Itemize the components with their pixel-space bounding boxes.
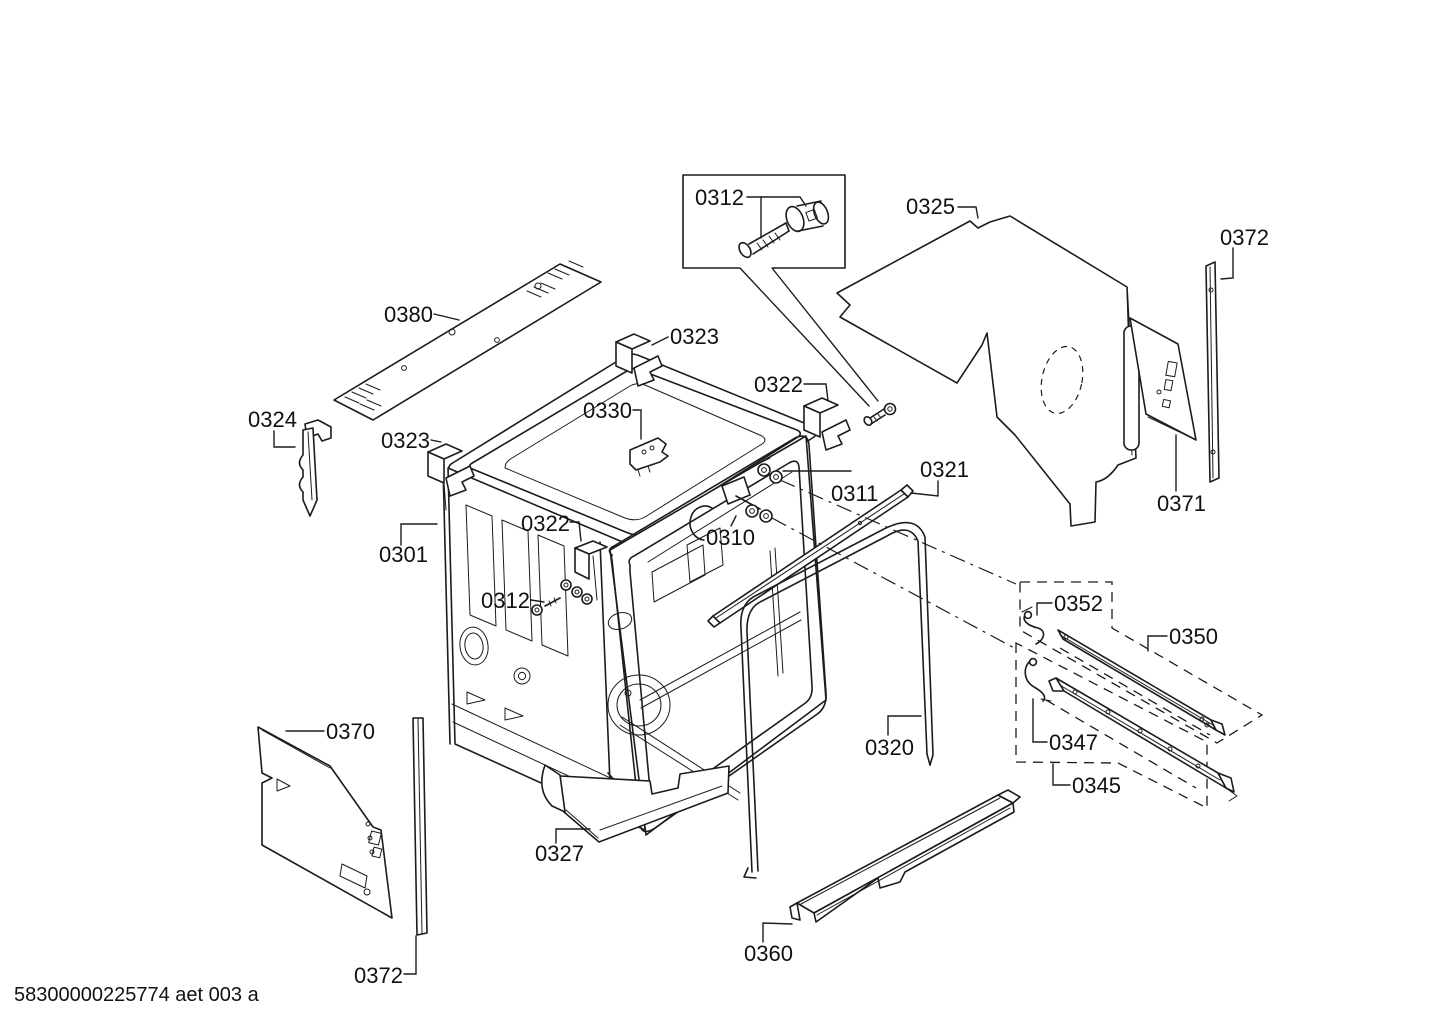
part-top-strip-0380 <box>333 260 602 421</box>
part-label-0321: 0321 <box>920 457 969 482</box>
part-door-gasket-0320 <box>740 521 934 879</box>
part-bracket-0324 <box>298 419 332 517</box>
part-base-0327 <box>540 764 730 843</box>
part-label-0301: 0301 <box>379 542 428 567</box>
screw-icon <box>738 222 790 259</box>
part-hinge-0310 <box>689 476 773 541</box>
part-label-0312-mid: 0312 <box>481 588 530 613</box>
part-trim-strip-0372-left <box>412 717 428 936</box>
part-screw-0312-mid <box>531 597 561 616</box>
part-label-0327: 0327 <box>535 841 584 866</box>
part-label-0370: 0370 <box>326 719 375 744</box>
part-label-0345: 0345 <box>1072 773 1121 798</box>
part-label-0372-left: 0372 <box>354 963 403 988</box>
part-clip-0330 <box>629 437 669 477</box>
part-label-0350: 0350 <box>1169 624 1218 649</box>
part-rail-0360 <box>789 789 1021 923</box>
part-rail-0350 <box>1057 629 1226 736</box>
part-label-0322-mid: 0322 <box>521 511 570 536</box>
part-label-0312-box: 0312 <box>695 185 744 210</box>
part-label-0330: 0330 <box>583 398 632 423</box>
part-label-0322-top: 0322 <box>754 372 803 397</box>
part-label-0352: 0352 <box>1054 591 1103 616</box>
projection-line-lower <box>771 517 1019 651</box>
part-label-0347: 0347 <box>1049 730 1098 755</box>
part-bracket-0322-top <box>803 397 851 451</box>
leader-lines <box>273 196 1234 975</box>
kit-box-0345 <box>1015 641 1208 810</box>
part-label-0323-top: 0323 <box>670 324 719 349</box>
part-bracket-0352 <box>1021 606 1045 645</box>
part-label-0311: 0311 <box>831 481 878 506</box>
part-bracket-0347 <box>1024 657 1052 702</box>
part-label-0372-right: 0372 <box>1220 225 1269 250</box>
part-bracket-0323-left <box>427 443 475 511</box>
part-bracket-0322-mid <box>560 540 608 605</box>
projection-line-upper <box>779 479 1017 585</box>
part-trim-strip-0372-right <box>1205 261 1220 483</box>
part-label-0324: 0324 <box>248 407 297 432</box>
kit-box-0350 <box>1019 581 1264 744</box>
part-label-0323-left: 0323 <box>381 428 430 453</box>
detail-box-0312 <box>682 174 897 427</box>
bush-icon <box>785 200 830 233</box>
part-bracket-0323-top <box>615 333 663 387</box>
part-label-0360: 0360 <box>744 941 793 966</box>
part-side-panel-0370 <box>257 726 393 919</box>
document-code: 58300000225774 aet 003 a <box>14 984 260 1006</box>
part-label-0320: 0320 <box>865 735 914 760</box>
screw-small-icon <box>863 402 897 427</box>
part-label-0371: 0371 <box>1157 491 1206 516</box>
part-label-0325: 0325 <box>906 194 955 219</box>
part-side-panel-0371 <box>1123 317 1197 451</box>
part-roller-0311 <box>757 457 783 484</box>
part-rail-0345 <box>1048 677 1238 802</box>
part-label-0380: 0380 <box>384 302 433 327</box>
part-label-0310: 0310 <box>706 525 755 550</box>
part-labels: 0312 0325 0372 0380 0323 0322 0330 0324 … <box>248 185 1269 988</box>
part-rail-0321 <box>707 484 914 628</box>
